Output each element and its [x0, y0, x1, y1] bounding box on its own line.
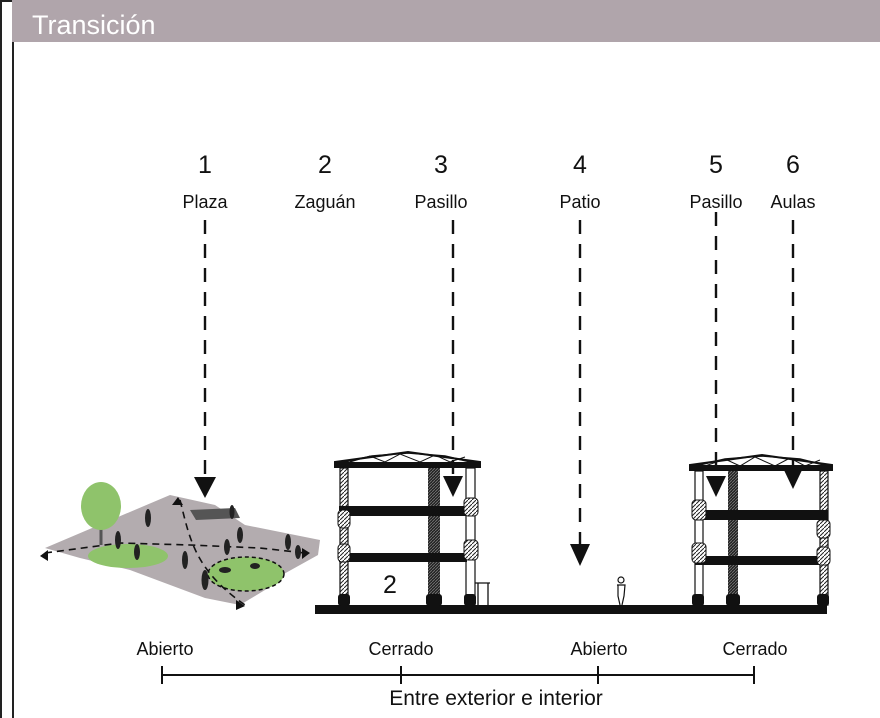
zone-name-patio: Patio [559, 192, 600, 212]
left-building [334, 450, 490, 606]
zone-name-pasillo-2: Pasillo [689, 192, 742, 212]
scale-label-cerrado-1: Cerrado [368, 639, 433, 659]
arrowhead-pasillo-1 [443, 476, 463, 497]
arrowhead-pasillo-2 [706, 476, 726, 497]
scale-caption: Entre exterior e interior [389, 687, 603, 710]
zone-number-5: 5 [709, 151, 723, 179]
zone-name-pasillo-1: Pasillo [414, 192, 467, 212]
arrowhead-patio [570, 544, 590, 566]
arrowhead-plaza [194, 477, 216, 498]
scale-label-abierto-2: Abierto [570, 639, 627, 659]
arrowhead-aulas [783, 468, 803, 489]
zone-number-6: 6 [786, 151, 800, 179]
diagram-title: Transición [32, 10, 156, 40]
left-border-line [12, 0, 14, 718]
scale-line [161, 666, 755, 684]
ground-line [315, 605, 827, 614]
plaza-illustration [40, 482, 320, 610]
right-building [689, 453, 833, 606]
scale-label-cerrado-2: Cerrado [722, 639, 787, 659]
building-zone-label: 2 [383, 571, 397, 599]
zone-number-4: 4 [573, 151, 587, 179]
title-bar: Transición [12, 0, 880, 42]
zone-name-plaza: Plaza [182, 192, 228, 212]
zone-name-zaguan: Zaguán [294, 192, 355, 212]
person-figure [617, 576, 626, 606]
zone-number-3: 3 [434, 151, 448, 179]
zone-name-aulas: Aulas [770, 192, 815, 212]
zone-number-2: 2 [318, 151, 332, 179]
zone-number-1: 1 [198, 151, 212, 179]
scale-label-abierto-1: Abierto [136, 639, 193, 659]
